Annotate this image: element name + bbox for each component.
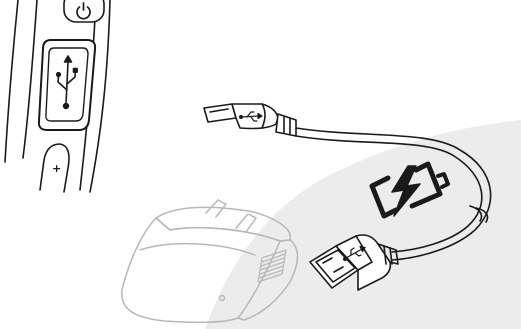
adapter-side-face [237, 239, 299, 321]
battery-charging-icon [369, 161, 450, 219]
wall-adapter [121, 199, 299, 323]
adapter-front-panel [139, 242, 256, 256]
device-body-back [89, 0, 111, 193]
adapter-vent-grill [257, 249, 287, 283]
volume-up-label: + [52, 162, 61, 175]
background-shape [205, 120, 521, 329]
cable-clip [469, 205, 489, 223]
device-body-outline [4, 0, 19, 163]
device-body-edge [22, 0, 38, 159]
usb-a-connector [309, 234, 399, 291]
power-button[interactable] [63, 0, 105, 23]
usb-port-cover[interactable] [37, 39, 97, 131]
media-player-device: + [4, 0, 111, 193]
usb-symbol-icon [239, 111, 263, 122]
power-icon [76, 2, 91, 20]
mini-usb-connector [203, 103, 297, 137]
usb-symbol-icon [55, 55, 78, 110]
volume-up-button[interactable]: + [39, 143, 70, 193]
usb-symbol-icon [343, 245, 366, 262]
cable-wire-inner [295, 135, 483, 253]
adapter-indicator-dot [218, 294, 226, 302]
ac-plug-prongs [205, 199, 257, 233]
usb-cable [203, 103, 492, 291]
cable-wire [295, 127, 492, 261]
adapter-body [121, 217, 281, 323]
